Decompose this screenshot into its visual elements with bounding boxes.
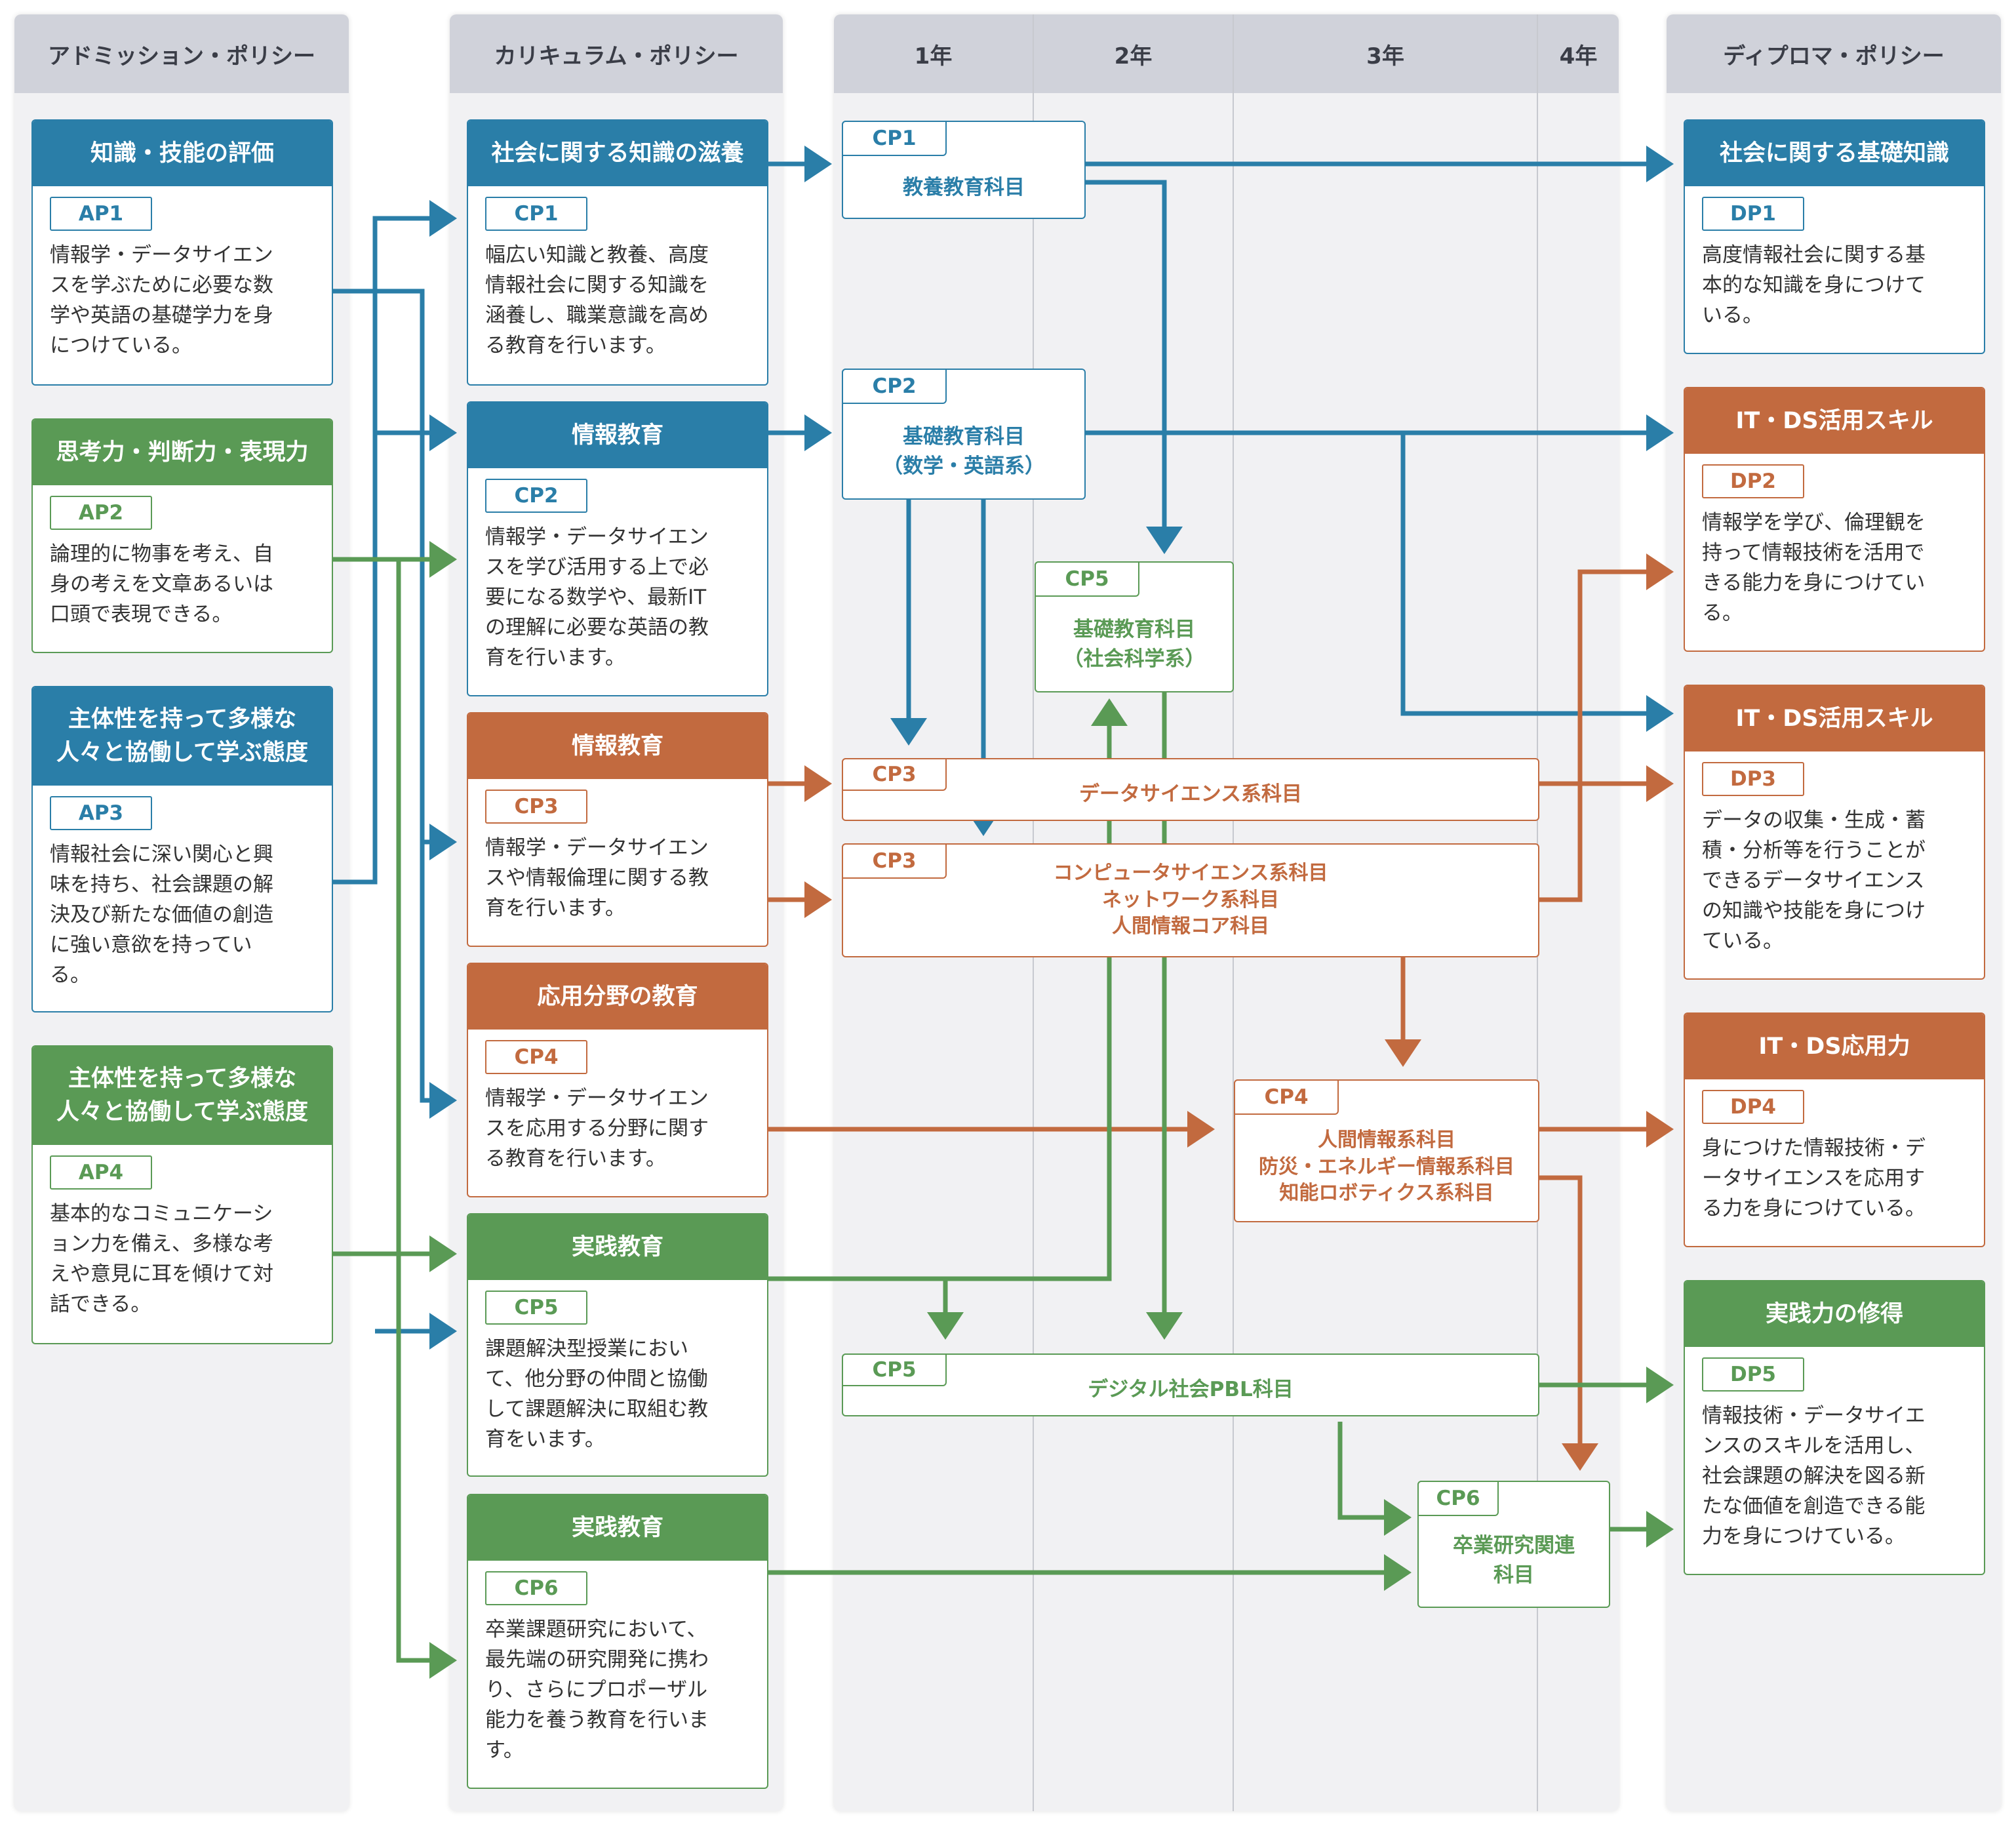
diploma-policy-card: IT・DS応用力 DP4 身につけた情報技術・デ ータサイエンスを応用す る力を…: [1684, 1012, 1985, 1247]
admission-policy-card: 主体性を持って多様な 人々と協働して学ぶ態度 AP4 基本的なコミュニケーシ ョ…: [31, 1045, 333, 1344]
subject-box: CP2 基礎教育科目 （数学・英語系）: [842, 369, 1086, 500]
dp-code-badge: DP1: [1702, 197, 1804, 231]
dp-code-badge: DP3: [1702, 762, 1804, 796]
subject-box: CP6 卒業研究関連 科目: [1417, 1481, 1610, 1608]
cp-description: 情報学・データサイエン スを学び活用する上で必 要になる数学や、最新IT の理解…: [485, 525, 709, 670]
diploma-header: ディプロマ・ポリシー: [1667, 14, 2001, 93]
admission-policy-card: 知識・技能の評価 AP1 情報学・データサイエン スを学ぶために必要な数 学や英…: [31, 119, 333, 386]
subject-code-tag: CP4: [1234, 1079, 1339, 1115]
subject-label: 卒業研究関連 科目: [1453, 1534, 1575, 1587]
cp-title: 社会に関する知識の滋養: [468, 121, 767, 186]
curriculum-header: カリキュラム・ポリシー: [450, 14, 783, 93]
dp-title: IT・DS応用力: [1685, 1014, 1984, 1079]
ap-code-badge: AP3: [50, 796, 152, 830]
subject-label: コンピュータサイエンス系科目 ネットワーク系科目 人間情報コア科目: [1053, 862, 1328, 938]
curriculum-policy-card: 応用分野の教育 CP4 情報学・データサイエン スを応用する分野に関す る教育を…: [467, 963, 768, 1197]
diploma-policy-card: IT・DS活用スキル DP2 情報学を学び、倫理観を 持って情報技術を活用で き…: [1684, 387, 1985, 652]
cp-title: 応用分野の教育: [468, 964, 767, 1030]
cp-code-badge: CP1: [485, 197, 587, 231]
subject-box: CP4 人間情報系科目 防災・エネルギー情報系科目 知能ロボティクス系科目: [1234, 1079, 1539, 1222]
cp-code-badge: CP6: [485, 1571, 587, 1605]
subject-code-tag: CP1: [842, 121, 947, 156]
subject-code-tag: CP5: [1035, 561, 1139, 597]
dp-code-badge: DP5: [1702, 1357, 1804, 1392]
cp-description: 課題解決型授業におい て、他分野の仲間と協働 して課題解決に取組む教 育をいます…: [485, 1337, 709, 1451]
years-header-bar: [834, 14, 1619, 93]
subject-label: 基礎教育科目 （社会科学系）: [1063, 618, 1206, 671]
ap-description: 論理的に物事を考え、自 身の考えを文章あるいは 口頭で表現できる。: [50, 542, 273, 626]
curriculum-policy-card: 情報教育 CP3 情報学・データサイエン スや情報倫理に関する教 育を行います。: [467, 712, 768, 947]
ap-title: 主体性を持って多様な 人々と協働して学ぶ態度: [33, 1047, 332, 1145]
cp-title: 実践教育: [468, 1495, 767, 1561]
dp-code-badge: DP2: [1702, 464, 1804, 498]
subject-label: 基礎教育科目 （数学・英語系）: [882, 425, 1045, 478]
subject-label: データサイエンス系科目: [1078, 782, 1303, 806]
admission-header: アドミッション・ポリシー: [14, 14, 349, 93]
dp-title: IT・DS活用スキル: [1685, 388, 1984, 454]
dp-description: 身につけた情報技術・デ ータサイエンスを応用す る力を身につけている。: [1702, 1136, 1926, 1220]
curriculum-policy-card: 実践教育 CP6 卒業課題研究において、 最先端の研究開発に携わ り、さらにプロ…: [467, 1494, 768, 1789]
curriculum-policy-card: 情報教育 CP2 情報学・データサイエン スを学び活用する上で必 要になる数学や…: [467, 401, 768, 696]
ap-description: 情報学・データサイエン スを学ぶために必要な数 学や英語の基礎学力を身 につけて…: [50, 243, 273, 357]
ap-code-badge: AP1: [50, 197, 152, 231]
subject-box: CP5 基礎教育科目 （社会科学系）: [1035, 561, 1234, 692]
subject-code-tag: CP2: [842, 369, 947, 404]
cp-code-badge: CP5: [485, 1291, 587, 1325]
subject-code-tag: CP6: [1417, 1481, 1499, 1516]
cp-description: 卒業課題研究において、 最先端の研究開発に携わ り、さらにプロポーザル 能力を養…: [485, 1618, 709, 1762]
diploma-policy-card: 社会に関する基礎知識 DP1 高度情報社会に関する基 本的な知識を身につけて い…: [1684, 119, 1985, 354]
dp-description: データの収集・生成・蓄 積・分析等を行うことが できるデータサイエンス の知識や…: [1702, 809, 1926, 953]
ap-description: 基本的なコミュニケーシ ョン力を備え、多様な考 えや意見に耳を傾けて対 話できる…: [50, 1202, 273, 1316]
dp-title: 実践力の修得: [1685, 1281, 1984, 1347]
ap-title: 知識・技能の評価: [33, 121, 332, 186]
cp-code-badge: CP2: [485, 479, 587, 513]
cp-title: 実践教育: [468, 1214, 767, 1280]
cp-description: 情報学・データサイエン スを応用する分野に関す る教育を行います。: [485, 1087, 709, 1171]
subject-label: デジタル社会PBL科目: [1088, 1377, 1294, 1401]
ap-title: 思考力・判断力・表現力: [33, 420, 332, 485]
year-3-header: 3年: [1366, 43, 1404, 70]
cp-description: 情報学・データサイエン スや情報倫理に関する教 育を行います。: [485, 836, 709, 920]
curriculum-policy-card: 実践教育 CP5 課題解決型授業におい て、他分野の仲間と協働 して課題解決に取…: [467, 1213, 768, 1477]
cp-description: 幅広い知識と教養、高度 情報社会に関する知識を 涵養し、職業意識を高め る教育を…: [485, 243, 709, 357]
diploma-policy-card: IT・DS活用スキル DP3 データの収集・生成・蓄 積・分析等を行うことが で…: [1684, 685, 1985, 980]
dp-description: 情報技術・データサイエ ンスのスキルを活用し、 社会課題の解決を図る新 たな価値…: [1702, 1404, 1926, 1548]
ap-code-badge: AP2: [50, 496, 152, 530]
subject-label: 人間情報系科目 防災・エネルギー情報系科目 知能ロボティクス系科目: [1259, 1129, 1514, 1205]
year-4-header: 4年: [1559, 43, 1598, 70]
cp-code-badge: CP4: [485, 1040, 587, 1074]
subject-box: CP1 教養教育科目: [842, 121, 1086, 219]
dp-description: 情報学を学び、倫理観を 持って情報技術を活用で きる能力を身につけてい る。: [1702, 511, 1926, 625]
dp-code-badge: DP4: [1702, 1090, 1804, 1124]
cp-title: 情報教育: [468, 713, 767, 779]
curriculum-policy-card: 社会に関する知識の滋養 CP1 幅広い知識と教養、高度 情報社会に関する知識を …: [467, 119, 768, 386]
subject-box: CP3 コンピュータサイエンス系科目 ネットワーク系科目 人間情報コア科目: [842, 843, 1539, 957]
dp-description: 高度情報社会に関する基 本的な知識を身につけて いる。: [1702, 243, 1926, 327]
ap-description: 情報社会に深い関心と興 味を持ち、社会課題の解 決及び新たな価値の創造 に強い意…: [50, 843, 273, 987]
ap-title: 主体性を持って多様な 人々と協働して学ぶ態度: [33, 687, 332, 786]
year-1-header: 1年: [914, 43, 953, 70]
ap-code-badge: AP4: [50, 1155, 152, 1190]
subject-box: CP3 データサイエンス系科目: [842, 758, 1539, 821]
dp-title: IT・DS活用スキル: [1685, 686, 1984, 751]
subject-code-tag: CP5: [842, 1353, 947, 1386]
cp-code-badge: CP3: [485, 790, 587, 824]
cp-title: 情報教育: [468, 403, 767, 468]
subject-code-tag: CP3: [842, 758, 947, 791]
subject-box: CP5 デジタル社会PBL科目: [842, 1353, 1539, 1416]
subject-label: 教養教育科目: [903, 175, 1025, 199]
admission-policy-card: 主体性を持って多様な 人々と協働して学ぶ態度 AP3 情報社会に深い関心と興 味…: [31, 686, 333, 1012]
year-2-header: 2年: [1114, 43, 1153, 70]
subject-code-tag: CP3: [842, 843, 947, 879]
dp-title: 社会に関する基礎知識: [1685, 121, 1984, 186]
diploma-policy-card: 実践力の修得 DP5 情報技術・データサイエ ンスのスキルを活用し、 社会課題の…: [1684, 1280, 1985, 1575]
admission-policy-card: 思考力・判断力・表現力 AP2 論理的に物事を考え、自 身の考えを文章あるいは …: [31, 418, 333, 653]
